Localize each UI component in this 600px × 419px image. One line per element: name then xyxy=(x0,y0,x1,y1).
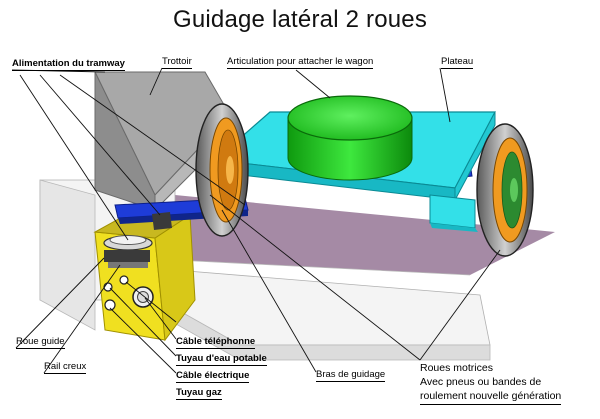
label-articulation: Articulation pour attacher le wagon xyxy=(227,56,374,69)
label-roues-generation: roulement nouvelle génération xyxy=(420,390,562,405)
label-trottoir: Trottoir xyxy=(162,56,192,69)
label-roues-pneus: Avec pneus ou bandes de xyxy=(420,376,542,388)
label-tuyau-eau: Tuyau d'eau potable xyxy=(176,353,267,366)
drive-wheel-left xyxy=(195,103,249,237)
ground-plane xyxy=(175,195,555,275)
label-rail-creux: Rail creux xyxy=(44,361,87,374)
label-alimentation: Alimentation du tramway xyxy=(12,58,125,71)
diagram-title: Guidage latéral 2 roues xyxy=(172,6,428,33)
label-roue-guide: Roue guide xyxy=(16,336,65,349)
label-cable-electrique: Câble électrique xyxy=(176,370,250,383)
rail-creux-slot xyxy=(104,250,150,262)
drive-wheel-right xyxy=(476,123,534,257)
platform-leg xyxy=(429,194,476,229)
pipe-gas xyxy=(104,299,116,311)
arm-dark-link xyxy=(152,212,172,230)
turntable-top xyxy=(287,95,413,141)
platform-right xyxy=(454,111,496,201)
label-cable-telephonne: Câble téléphonne xyxy=(176,336,256,349)
leader-lines xyxy=(11,67,501,374)
label-bras-guidage: Bras de guidage xyxy=(316,369,386,382)
label-plateau: Plateau xyxy=(441,56,474,69)
label-tuyau-gaz: Tuyau gaz xyxy=(176,387,222,400)
road-slab-front xyxy=(39,179,96,331)
label-roues-motrices: Roues motrices xyxy=(420,362,493,374)
pipe-electric xyxy=(103,282,113,292)
